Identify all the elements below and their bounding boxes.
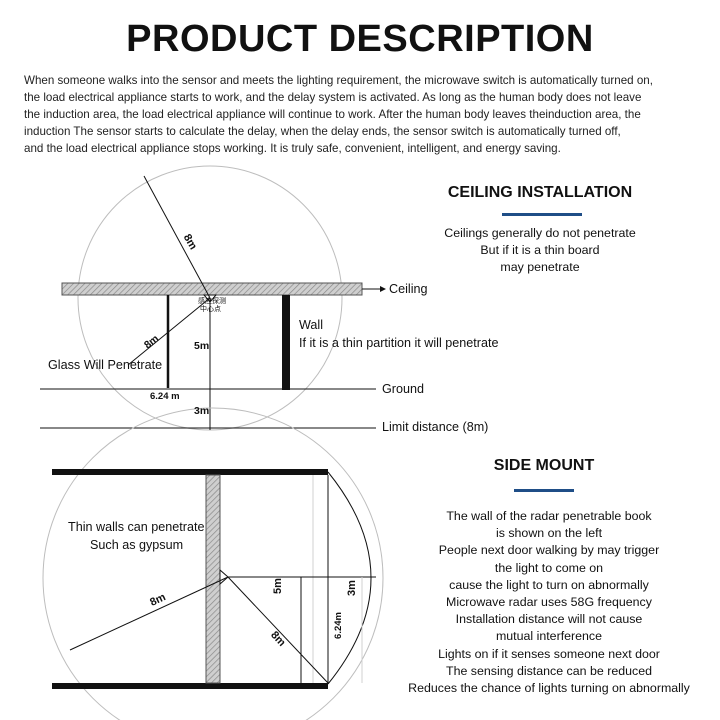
- side-mount-heading-underline: [514, 489, 574, 492]
- side-desc-line: is shown on the left: [495, 526, 603, 541]
- glass-label: Glass Will Penetrate: [48, 358, 163, 372]
- height-3m-label: 3m: [194, 405, 210, 417]
- ceiling-heading-underline: [502, 213, 582, 216]
- side-hatched-wall: [205, 474, 221, 684]
- ceiling-label: Ceiling: [389, 282, 428, 296]
- bottom-boundary: [52, 683, 328, 689]
- wall-note-label: If it is a thin partition it will penetr…: [299, 336, 499, 350]
- side-mount-heading: SIDE MOUNT: [493, 457, 595, 474]
- top-boundary: [52, 469, 328, 475]
- sensor-label-2: 中心点: [200, 306, 221, 313]
- ceiling-description: Ceilings generally do not penetrate But …: [412, 225, 668, 277]
- intro-line: the load electrical appliance starts to …: [24, 91, 642, 104]
- radius-line-lower-left: [69, 576, 229, 651]
- sensor-label-1: 感应探测: [198, 298, 226, 305]
- intro-line: When someone walks into the sensor and m…: [24, 74, 653, 87]
- height-5m-label: 5m: [194, 340, 210, 352]
- radius-line-top: [143, 175, 211, 299]
- thin-walls-label: Thin walls can penetrate: [68, 520, 205, 534]
- intro-paragraph: When someone walks into the sensor and m…: [24, 72, 704, 157]
- side-desc-line: mutual interference: [495, 629, 603, 644]
- ceiling-wall: [282, 295, 290, 390]
- side-3m-label: 3m: [345, 580, 358, 596]
- side-sensor-icon: [219, 568, 229, 586]
- side-detection-circle: [42, 407, 384, 720]
- radius-line-lower-right: [227, 576, 329, 684]
- side-detection-arc: [327, 471, 372, 685]
- side-mount-diagram: [42, 407, 384, 720]
- intro-line: induction The sensor starts to calculate…: [24, 125, 621, 138]
- distance-624m-label: 6.24 m: [150, 391, 180, 402]
- side-624m-label: 6.24m: [332, 612, 344, 639]
- side-desc-line: the light to come on: [494, 560, 604, 575]
- side-desc-line: cause the light to turn on abnormally: [449, 577, 649, 592]
- ceiling-diagram: [40, 165, 386, 431]
- side-desc-line: People next door walking by may trigger: [438, 543, 660, 558]
- ceiling-desc-line: may penetrate: [500, 260, 580, 275]
- side-desc-line: Microwave radar uses 58G frequency: [446, 595, 652, 610]
- ceiling-heading: CEILING INSTALLATION: [447, 184, 633, 201]
- side-mount-description: The wall of the radar penetrable book is…: [393, 508, 705, 697]
- gypsum-label: Such as gypsum: [90, 538, 184, 552]
- ground-label: Ground: [382, 382, 425, 396]
- side-desc-line: The wall of the radar penetrable book: [446, 509, 652, 523]
- wall-label: Wall: [299, 318, 324, 332]
- side-desc-line: Installation distance will not cause: [455, 612, 643, 627]
- intro-line: the induction area, the load electrical …: [24, 108, 641, 121]
- limit-label: Limit distance (8m): [382, 420, 489, 434]
- page-title: PRODUCT DESCRIPTION: [126, 18, 594, 60]
- ceiling-arrow-icon: [380, 286, 386, 292]
- ceiling-desc-line: Ceilings generally do not penetrate: [444, 226, 636, 240]
- intro-line: and the load electrical appliance stops …: [24, 142, 561, 155]
- side-desc-line: Reduces the chance of lights turning on …: [408, 681, 690, 696]
- ceiling-board: [61, 282, 363, 296]
- side-desc-line: The sensing distance can be reduced: [446, 663, 652, 678]
- ceiling-desc-line: But if it is a thin board: [480, 243, 600, 258]
- side-desc-line: Lights on if it senses someone next door: [438, 646, 660, 661]
- side-5m-label: 5m: [271, 578, 284, 594]
